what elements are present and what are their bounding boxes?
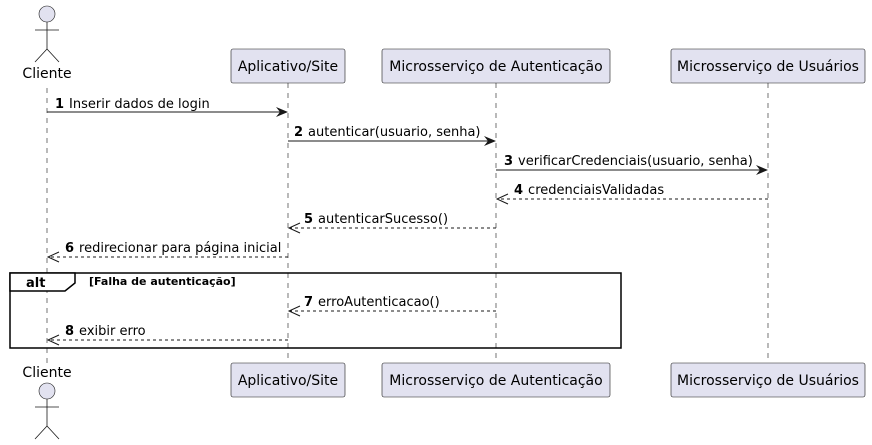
participant-users-bottom: Microsserviço de Usuários <box>670 362 866 398</box>
message-label: verificarCredenciais(usuario, senha) <box>518 154 753 169</box>
message-number: 8 <box>65 324 74 339</box>
message-number: 3 <box>504 154 513 169</box>
actor-label-cliente-bottom: Cliente <box>22 365 71 381</box>
participant-auth-bottom: Microsserviço de Autenticação <box>381 362 611 398</box>
alt-guard: [Falha de autenticação] <box>89 275 236 288</box>
message-2: 2 autenticar(usuario, senha) <box>288 125 496 146</box>
message-number: 2 <box>294 125 303 140</box>
message-4: 4 credenciaisValidadas <box>495 183 768 205</box>
message-5: 5 autenticarSucesso() <box>287 212 496 234</box>
participant-label-auth-top: Microsserviço de Autenticação <box>389 59 602 75</box>
message-1: 1 Inserir dados de login <box>47 97 288 117</box>
message-label: Inserir dados de login <box>69 97 210 112</box>
message-3: 3 verificarCredenciais(usuario, senha) <box>496 154 768 175</box>
participant-auth-top: Microsserviço de Autenticação <box>381 48 611 84</box>
actor-head-icon <box>38 5 56 23</box>
message-number: 5 <box>304 212 313 227</box>
actor-label-cliente-top: Cliente <box>22 66 71 82</box>
actor-cliente-bottom: Cliente <box>22 365 72 440</box>
message-number: 4 <box>514 183 523 198</box>
participant-users-top: Microsserviço de Usuários <box>670 48 866 84</box>
participant-label-app-top: Aplicativo/Site <box>238 59 338 75</box>
message-7: 7 erroAutenticacao() <box>287 295 496 317</box>
alt-keyword: alt <box>26 276 45 291</box>
actor-cliente-top: Cliente <box>22 5 72 82</box>
message-label: autenticar(usuario, senha) <box>308 125 480 140</box>
message-label: redirecionar para página inicial <box>79 241 281 256</box>
message-6: 6 redirecionar para página inicial <box>46 241 288 263</box>
message-label: exibir erro <box>79 324 146 339</box>
participant-label-auth-bottom: Microsserviço de Autenticação <box>389 373 602 389</box>
message-8: 8 exibir erro <box>46 324 288 346</box>
message-label: erroAutenticacao() <box>318 295 440 310</box>
message-label: autenticarSucesso() <box>318 212 448 227</box>
participant-label-app-bottom: Aplicativo/Site <box>238 373 338 389</box>
participant-app-top: Aplicativo/Site <box>230 48 346 84</box>
message-label: credenciaisValidadas <box>528 183 664 198</box>
actor-head-icon <box>38 382 56 400</box>
participant-label-users-bottom: Microsserviço de Usuários <box>677 373 859 389</box>
participant-app-bottom: Aplicativo/Site <box>230 362 346 398</box>
alt-fragment: alt [Falha de autenticação] <box>9 272 622 349</box>
message-number: 6 <box>65 241 74 256</box>
participant-label-users-top: Microsserviço de Usuários <box>677 59 859 75</box>
message-number: 1 <box>55 97 64 112</box>
message-number: 7 <box>304 295 313 310</box>
